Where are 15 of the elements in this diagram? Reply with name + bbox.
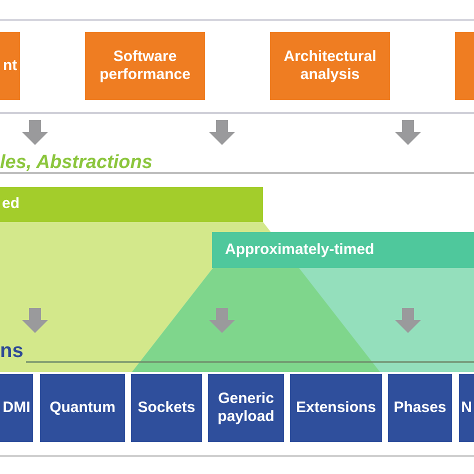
use-case-box: Software performance: [85, 32, 205, 100]
use-case-box: nt: [0, 32, 20, 100]
mechanism-box: Phases: [388, 374, 452, 442]
use-case-box: Architectural analysis: [270, 32, 390, 100]
use-case-box: [455, 32, 474, 100]
coding-style-band: Approximately-timed: [212, 232, 474, 268]
mechanism-box: Extensions: [290, 374, 382, 442]
mechanism-box: Quantum: [40, 374, 125, 442]
mechanism-box: Generic payload: [208, 374, 284, 442]
mechanism-box: N: [459, 374, 474, 442]
mechanism-box: Sockets: [131, 374, 202, 442]
section-heading: les, Abstractions: [0, 153, 152, 174]
mechanism-box: DMI: [0, 374, 33, 442]
section-heading: ns: [0, 340, 24, 362]
coding-style-band: ed: [0, 187, 263, 222]
